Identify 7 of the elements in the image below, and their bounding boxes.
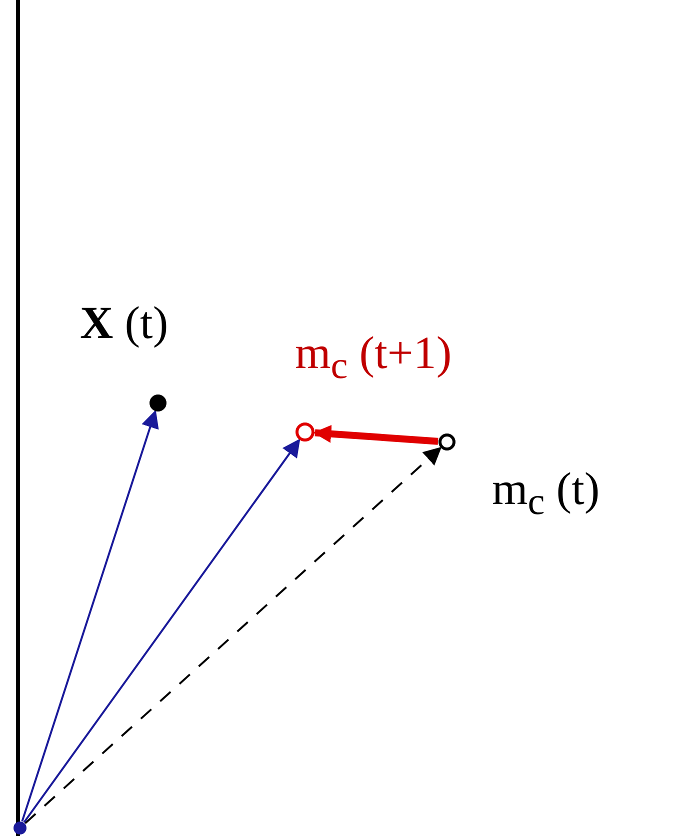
vector-label: m$_{c}$ (t+1) — [295, 330, 452, 386]
vector-arrow — [313, 424, 438, 445]
vector-arrow — [21, 410, 159, 822]
vector-arrow — [23, 438, 300, 823]
vector-label: m$_{c}$ (t) — [492, 466, 600, 522]
vector-arrow — [24, 446, 442, 824]
vector-label: X (t) — [80, 300, 168, 346]
